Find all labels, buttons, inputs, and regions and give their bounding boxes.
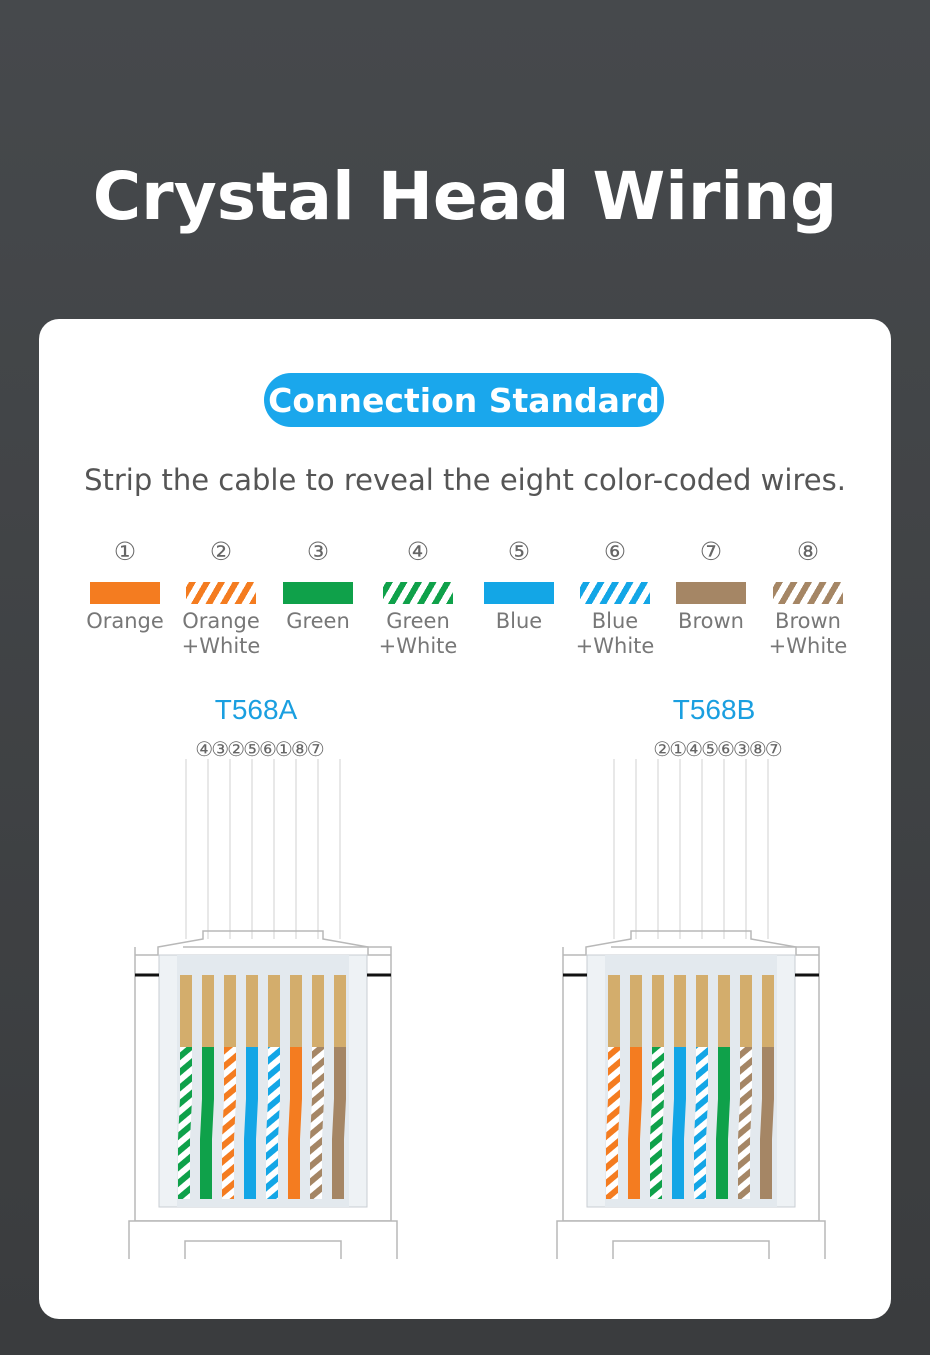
wire-number: ③ — [306, 537, 330, 566]
gold-contact-pin — [224, 975, 236, 1047]
wire-label: Orange +White — [181, 609, 261, 658]
gold-contact-pin — [652, 975, 664, 1047]
legend-item-6: ⑥ Blue +White — [567, 534, 663, 659]
wire-6 — [694, 1047, 708, 1199]
t568a-connector-diagram — [128, 759, 398, 1259]
wire-label: Blue +White — [575, 609, 655, 658]
wire-4 — [650, 1047, 664, 1199]
wiring-card: Connection Standard Strip the cable to r… — [39, 319, 891, 1319]
wire-1 — [288, 1047, 302, 1199]
legend-item-2: ② Orange +White — [173, 534, 269, 659]
wire-3 — [200, 1047, 214, 1199]
connector-base-slot — [612, 1240, 770, 1259]
legend-item-4: ④ Green +White — [370, 534, 466, 659]
t568b-connector-diagram — [556, 759, 826, 1259]
gold-contact-pin — [268, 975, 280, 1047]
legend-item-8: ⑧ Brown +White — [760, 534, 856, 659]
legend-item-3: ③ Green — [270, 534, 366, 634]
gold-contact-pin — [608, 975, 620, 1047]
wire-swatch — [186, 582, 256, 604]
wire-number: ① — [113, 537, 137, 566]
wire-3 — [716, 1047, 730, 1199]
t568a-pin-sequence: ④③②⑤⑥①⑧⑦ — [195, 737, 324, 761]
wire-number: ⑦ — [699, 537, 723, 566]
wire-swatch — [283, 582, 353, 604]
wire-label: Green +White — [378, 609, 458, 658]
t568b-title: T568B — [672, 694, 756, 725]
wire-color-legend: ① Orange ② Orange +White ③ Green ④ Green… — [39, 534, 891, 664]
wire-8 — [738, 1047, 752, 1199]
wire-4 — [178, 1047, 192, 1199]
gold-contact-pin — [696, 975, 708, 1047]
wire-swatch — [580, 582, 650, 604]
connector-top-ridge — [563, 930, 819, 956]
wire-7 — [760, 1047, 774, 1199]
gold-contact-pin — [740, 975, 752, 1047]
legend-item-5: ⑤ Blue — [471, 534, 567, 634]
gold-contact-pin — [718, 975, 730, 1047]
gold-contact-pin — [180, 975, 192, 1047]
gold-contact-pin — [630, 975, 642, 1047]
gold-contact-pin — [246, 975, 258, 1047]
wire-swatch — [90, 582, 160, 604]
legend-item-7: ⑦ Brown — [663, 534, 759, 634]
t568b-pin-sequence: ②①④⑤⑥③⑧⑦ — [653, 737, 782, 761]
wire-swatch — [484, 582, 554, 604]
wire-swatch — [773, 582, 843, 604]
wire-number: ⑥ — [603, 537, 627, 566]
wire-2 — [606, 1047, 620, 1199]
wire-label: Blue — [495, 609, 543, 633]
wire-7 — [332, 1047, 346, 1199]
legend-item-1: ① Orange — [77, 534, 173, 634]
wire-number: ⑧ — [796, 537, 820, 566]
wire-label: Orange — [86, 609, 164, 633]
wire-6 — [266, 1047, 280, 1199]
wire-5 — [244, 1047, 258, 1199]
wire-swatch — [383, 582, 453, 604]
wire-1 — [628, 1047, 642, 1199]
wire-label: Brown — [678, 609, 744, 633]
gold-contact-pin — [762, 975, 774, 1047]
connection-standard-badge: Connection Standard — [264, 373, 664, 427]
wire-swatch — [676, 582, 746, 604]
page-title: Crystal Head Wiring — [92, 158, 838, 235]
gold-contact-pin — [312, 975, 324, 1047]
wire-number: ② — [209, 537, 233, 566]
wire-8 — [310, 1047, 324, 1199]
wire-number: ⑤ — [507, 537, 531, 566]
gold-contact-pin — [674, 975, 686, 1047]
connector-base — [556, 1220, 826, 1259]
wire-label: Brown +White — [768, 609, 848, 658]
connector-base-slot — [184, 1240, 342, 1259]
connector-base — [128, 1220, 398, 1259]
gold-contact-pin — [334, 975, 346, 1047]
wire-2 — [222, 1047, 236, 1199]
gold-contact-pin — [290, 975, 302, 1047]
gold-contact-pin — [202, 975, 214, 1047]
instruction-text: Strip the cable to reveal the eight colo… — [84, 463, 846, 497]
wire-5 — [672, 1047, 686, 1199]
t568a-title: T568A — [214, 694, 298, 725]
connector-top-ridge — [135, 930, 391, 956]
wire-label: Green — [286, 609, 350, 633]
wire-number: ④ — [406, 537, 430, 566]
